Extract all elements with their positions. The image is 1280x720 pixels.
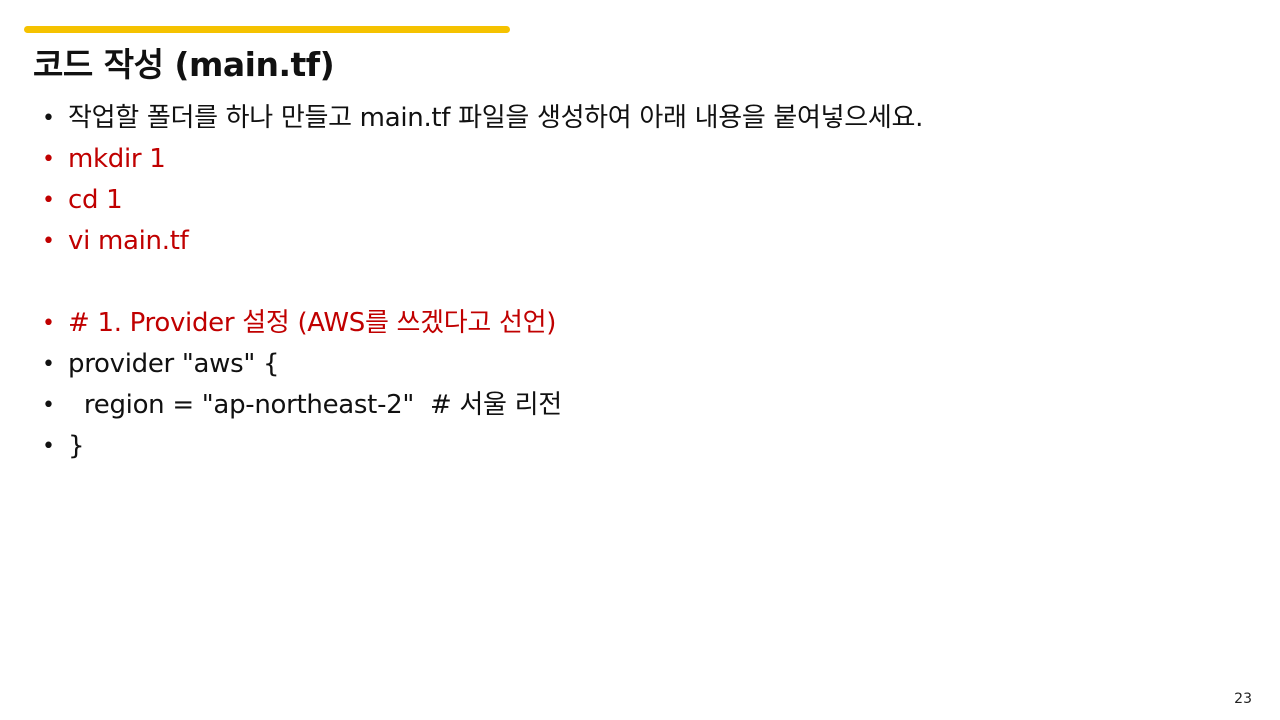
bullet-dot-icon: •	[42, 393, 55, 418]
bullet-dot-icon: •	[42, 147, 55, 172]
slide-title: 코드 작성 (main.tf)	[33, 45, 335, 84]
bullet-dot-icon: •	[42, 188, 55, 213]
bullet-item: • mkdir 1	[42, 139, 166, 180]
bullet-item: • vi main.tf	[42, 221, 189, 262]
bullet-text: cd 1	[68, 185, 123, 215]
bullet-text: }	[68, 431, 85, 461]
bullet-item: • 작업할 폴더를 하나 만들고 main.tf 파일을 생성하여 아래 내용을…	[42, 98, 923, 139]
blank-line	[42, 262, 74, 303]
bullet-text: 작업할 폴더를 하나 만들고 main.tf 파일을 생성하여 아래 내용을 붙…	[68, 103, 924, 133]
bullet-item: • cd 1	[42, 180, 123, 221]
title-accent-bar	[24, 26, 510, 33]
bullet-text: provider "aws" {	[68, 349, 280, 379]
bullet-text: # 1. Provider 설정 (AWS를 쓰겠다고 선언)	[68, 308, 557, 338]
bullet-item: • }	[42, 426, 85, 467]
bullet-dot-icon: •	[42, 229, 55, 254]
bullet-text: vi main.tf	[68, 226, 189, 256]
bullet-item: • region = "ap-northeast-2" # 서울 리전	[42, 385, 562, 426]
bullet-list: • 작업할 폴더를 하나 만들고 main.tf 파일을 생성하여 아래 내용을…	[42, 98, 923, 467]
bullet-text: mkdir 1	[68, 144, 166, 174]
page-number: 23	[1234, 691, 1252, 707]
bullet-dot-icon: •	[42, 434, 55, 459]
bullet-dot-icon: •	[42, 352, 55, 377]
bullet-dot-icon: •	[42, 311, 55, 336]
bullet-dot-icon: •	[42, 106, 55, 131]
bullet-item: • # 1. Provider 설정 (AWS를 쓰겠다고 선언)	[42, 303, 556, 344]
bullet-text: region = "ap-northeast-2" # 서울 리전	[68, 390, 562, 420]
bullet-item: • provider "aws" {	[42, 344, 280, 385]
